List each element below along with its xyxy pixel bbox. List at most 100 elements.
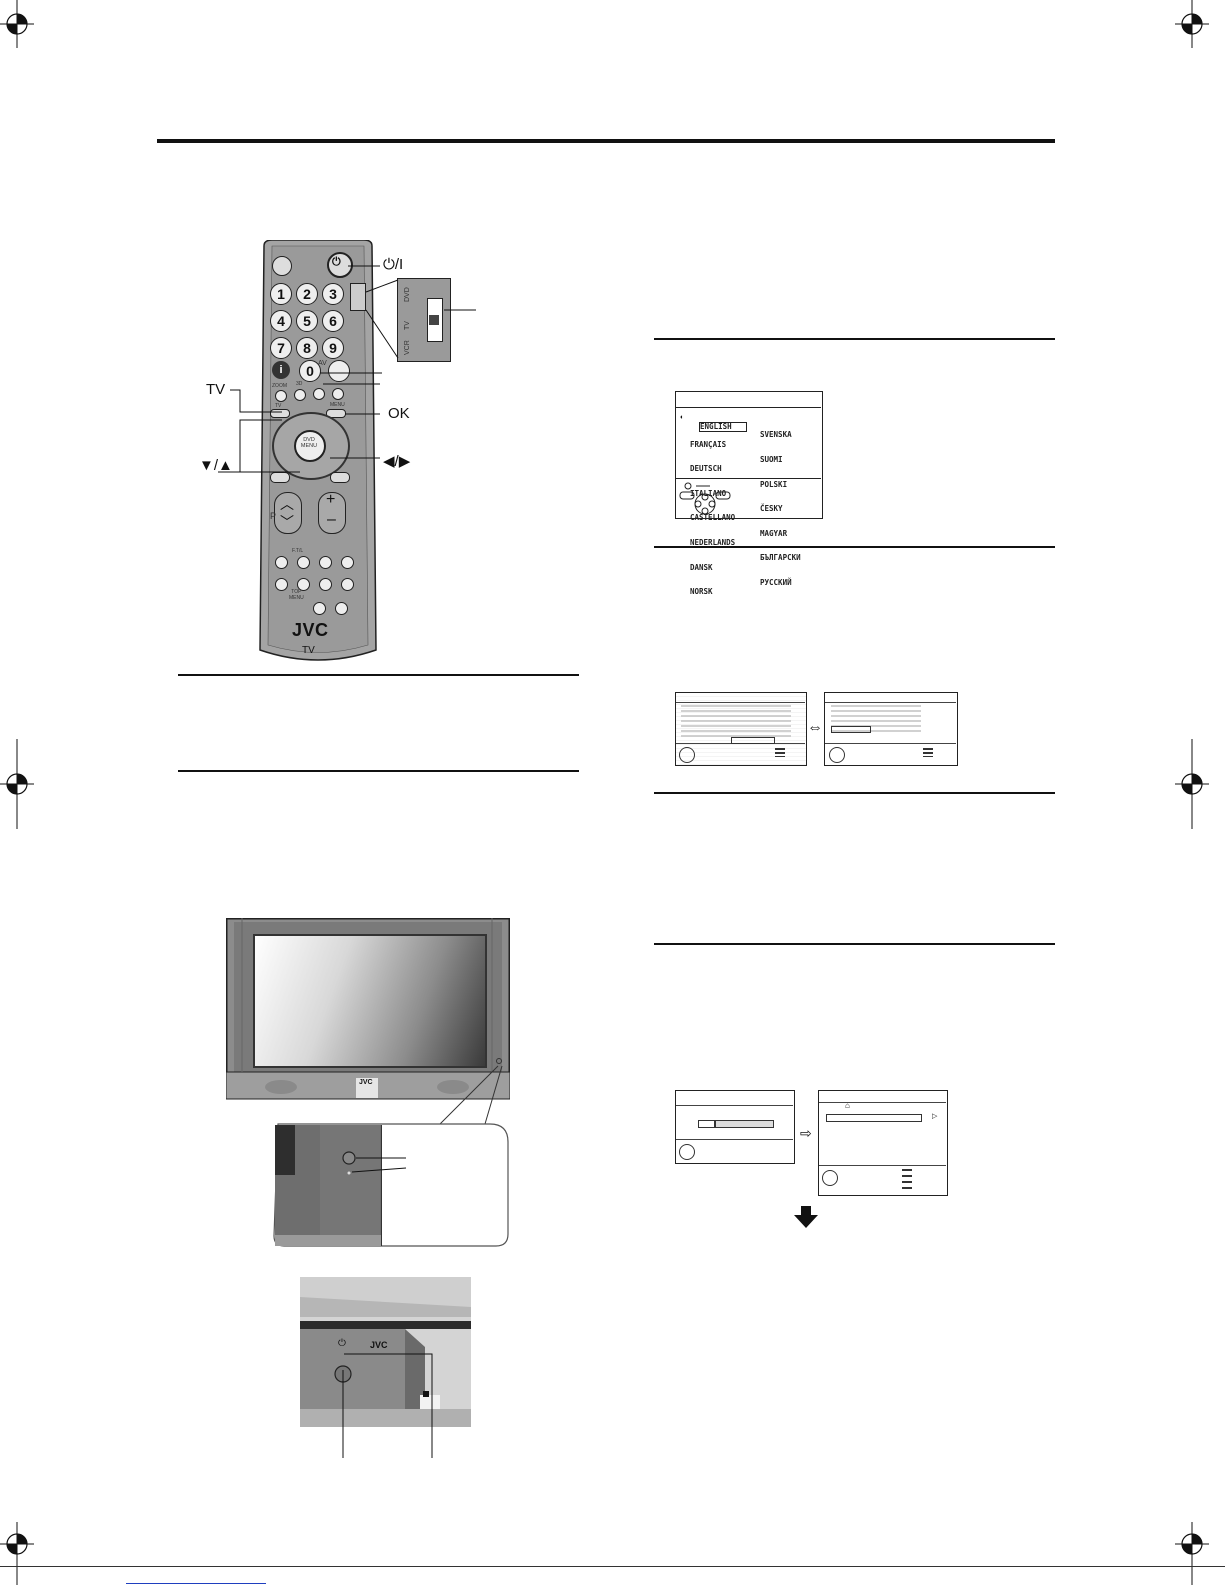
dvd-menu-button[interactable] bbox=[294, 430, 326, 462]
ftl-label: F.T/L bbox=[292, 548, 304, 554]
power-label: ⏻/I bbox=[383, 256, 404, 273]
edit-manual-home-icon: ⌂ bbox=[845, 1101, 850, 1110]
registration-mark-top-right bbox=[1175, 0, 1209, 48]
country-menu-2-highlight bbox=[831, 726, 871, 733]
tv-button-label: TV bbox=[275, 403, 282, 409]
small-button[interactable] bbox=[319, 556, 332, 569]
edit-manual-footer-bar bbox=[819, 1165, 946, 1166]
number-pad: 1 2 3 4 5 6 7 8 9 bbox=[270, 283, 350, 359]
small-button[interactable] bbox=[341, 556, 354, 569]
top-menu-label: TOP MENU bbox=[289, 589, 304, 601]
country-menu-2-text bbox=[831, 705, 921, 733]
small-button[interactable] bbox=[313, 602, 326, 615]
language-cursor-icon: ◐ bbox=[680, 414, 685, 421]
tv-indicator-dot bbox=[496, 1058, 502, 1064]
power-symbol-icon: ⏻ bbox=[332, 256, 341, 268]
channel-up-icon: ︿ bbox=[280, 496, 294, 512]
small-button[interactable] bbox=[297, 556, 310, 569]
volume-up-icon: + bbox=[326, 491, 336, 508]
av-button[interactable] bbox=[328, 360, 350, 382]
tv-label: TV bbox=[206, 381, 226, 398]
language-item[interactable]: БЪЛГАРСКИ bbox=[760, 553, 801, 563]
language-item[interactable]: FRANÇAIS bbox=[690, 439, 727, 449]
small-button[interactable] bbox=[275, 578, 288, 591]
threed-button[interactable] bbox=[294, 389, 306, 401]
right-step-rule-1 bbox=[654, 338, 1055, 340]
info-button[interactable]: i bbox=[272, 361, 290, 379]
channel-rocker[interactable] bbox=[274, 492, 302, 534]
language-item[interactable]: РУССКИЙ bbox=[760, 578, 792, 588]
number-button-9[interactable]: 9 bbox=[322, 337, 344, 359]
small-button-row-3 bbox=[313, 602, 348, 615]
edit-manual-selected-row bbox=[826, 1114, 922, 1122]
language-item[interactable]: DEUTSCH bbox=[690, 464, 722, 474]
language-item[interactable]: ITALIANO bbox=[690, 488, 727, 498]
language-menu-screen bbox=[675, 391, 823, 519]
language-item[interactable]: DANSK bbox=[690, 562, 713, 572]
number-button-8[interactable]: 8 bbox=[296, 337, 318, 359]
tv-screen bbox=[253, 934, 487, 1068]
country-menu-1-title-bar bbox=[676, 702, 805, 703]
auto-program-progress-fill bbox=[699, 1121, 716, 1127]
language-item[interactable]: ČESKY bbox=[760, 504, 783, 514]
ok-label: OK bbox=[388, 405, 410, 422]
registration-mark-mid-left bbox=[0, 739, 34, 829]
zoom-label: ZOOM bbox=[272, 383, 287, 389]
language-item-english[interactable]: ENGLISH bbox=[699, 422, 748, 433]
language-item[interactable]: CASTELLANO bbox=[690, 513, 736, 523]
mute-button[interactable] bbox=[272, 256, 292, 276]
registration-mark-bottom-right bbox=[1175, 1522, 1209, 1585]
country-menu-1-highlight bbox=[731, 737, 775, 744]
auto-program-title-bar bbox=[676, 1105, 793, 1106]
number-button-3[interactable]: 3 bbox=[322, 283, 344, 305]
number-button-5[interactable]: 5 bbox=[296, 310, 318, 332]
edit-manual-title-bar bbox=[819, 1102, 946, 1103]
remote-callout-lines bbox=[218, 265, 476, 473]
edit-manual-keys bbox=[902, 1169, 912, 1193]
number-button-4[interactable]: 4 bbox=[270, 310, 292, 332]
country-menu-2-keys bbox=[923, 748, 933, 757]
language-list-left: ENGLISH FRANÇAIS DEUTSCH ITALIANO CASTEL… bbox=[690, 414, 748, 605]
number-button-1[interactable]: 1 bbox=[270, 283, 292, 305]
language-item[interactable]: POLSKI bbox=[760, 479, 788, 489]
right-step-rule-4 bbox=[654, 943, 1055, 945]
number-button-6[interactable]: 6 bbox=[322, 310, 344, 332]
volume-down-icon: – bbox=[327, 511, 336, 528]
header-rule bbox=[157, 139, 1055, 143]
registration-mark-mid-right bbox=[1175, 739, 1209, 829]
remote-model-label: TV bbox=[302, 645, 315, 656]
small-button[interactable] bbox=[319, 578, 332, 591]
edit-manual-screen bbox=[818, 1090, 948, 1196]
zoom-button[interactable] bbox=[275, 390, 287, 402]
left-step-rule-1 bbox=[178, 674, 579, 676]
tv-detail-brand: JVC bbox=[370, 1340, 388, 1350]
language-item[interactable]: MAGYAR bbox=[760, 528, 788, 538]
tv-detail-callout-lines bbox=[342, 1353, 433, 1458]
tv-mode-button[interactable] bbox=[270, 409, 290, 418]
right-step-rule-3 bbox=[654, 792, 1055, 794]
subtitle-button[interactable] bbox=[313, 388, 325, 400]
language-item[interactable]: SVENSKA bbox=[760, 430, 792, 440]
language-item[interactable]: NORSK bbox=[690, 587, 713, 597]
text-button[interactable] bbox=[332, 388, 344, 400]
volume-rocker[interactable] bbox=[318, 492, 346, 534]
number-button-7[interactable]: 7 bbox=[270, 337, 292, 359]
av-label: AV bbox=[318, 360, 327, 367]
small-button[interactable] bbox=[275, 556, 288, 569]
number-button-0[interactable]: 0 bbox=[299, 360, 321, 382]
small-button[interactable] bbox=[341, 578, 354, 591]
switch-slider-knob bbox=[429, 315, 439, 325]
switch-small[interactable] bbox=[350, 283, 366, 311]
small-button-row-2 bbox=[275, 578, 354, 591]
clock-key[interactable] bbox=[330, 472, 350, 483]
small-button[interactable] bbox=[335, 602, 348, 615]
language-item[interactable]: NEDERLANDS bbox=[690, 538, 736, 548]
power-button[interactable] bbox=[327, 252, 353, 278]
number-button-2[interactable]: 2 bbox=[296, 283, 318, 305]
up-down-label: ▼/▲ bbox=[199, 457, 233, 474]
language-item[interactable]: SUOMI bbox=[760, 455, 783, 465]
small-button[interactable] bbox=[297, 578, 310, 591]
country-menu-2-title-bar bbox=[825, 702, 956, 703]
country-menu-1-nav-icon bbox=[679, 747, 695, 763]
tv-front-brand: JVC bbox=[359, 1079, 373, 1086]
